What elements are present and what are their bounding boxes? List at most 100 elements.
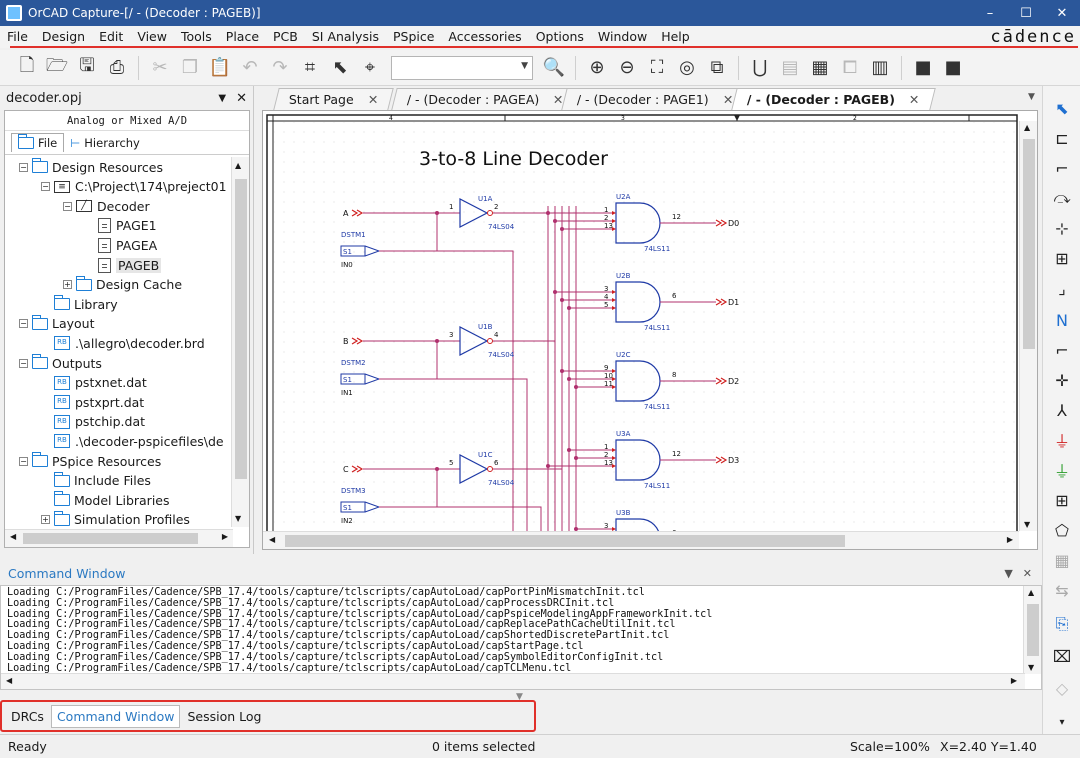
menu-window[interactable]: Window bbox=[597, 29, 648, 44]
zoom-all-icon[interactable]: ◎ bbox=[679, 57, 695, 78]
menu-pcb[interactable]: PCB bbox=[273, 29, 298, 44]
canvas-horizontal-scrollbar[interactable]: ◀ ▶ bbox=[263, 531, 1019, 549]
expand-icon[interactable]: + bbox=[63, 280, 72, 290]
tree-item[interactable]: −Layout bbox=[19, 314, 95, 334]
menu-si-analysis[interactable]: SI Analysis bbox=[311, 29, 379, 44]
place-wire-icon[interactable]: ⌐ bbox=[1055, 158, 1069, 178]
select-pointer-icon[interactable]: ⬉ bbox=[1055, 98, 1069, 118]
tree-item[interactable]: +Design Cache bbox=[63, 275, 182, 295]
new-icon[interactable]: 🗋 bbox=[19, 54, 35, 76]
panel-menu-icon[interactable]: ▼ bbox=[218, 92, 227, 104]
zoom-area-icon[interactable]: ⛶ bbox=[650, 57, 664, 78]
pointer-icon[interactable]: ⬉ bbox=[332, 57, 348, 78]
drc-icon[interactable]: ▤ bbox=[781, 57, 799, 78]
tree-item[interactable]: +Simulation Profiles bbox=[41, 510, 190, 527]
minimize-button[interactable]: – bbox=[986, 5, 994, 21]
close-button[interactable]: ✕ bbox=[1056, 5, 1068, 21]
place-power-vcc-icon[interactable]: ⏚ bbox=[1053, 432, 1070, 451]
place-text-icon[interactable]: ⎘ bbox=[1055, 614, 1069, 633]
open-icon[interactable]: 🗁 bbox=[45, 54, 69, 76]
undo-icon[interactable]: ↶ bbox=[242, 57, 258, 78]
place-no-connect-icon[interactable]: ⅄ bbox=[1057, 400, 1067, 420]
part-search-combo[interactable]: ▼ bbox=[391, 55, 533, 80]
expand-icon[interactable]: + bbox=[41, 515, 50, 525]
tab-file[interactable]: File bbox=[11, 133, 65, 152]
place-line-icon[interactable]: ⌧ bbox=[1052, 646, 1072, 666]
menu-file[interactable]: File bbox=[7, 29, 28, 44]
command-window-output[interactable]: Loading C:/ProgramFiles/Cadence/SPB_17.4… bbox=[0, 585, 1042, 690]
collapse-icon[interactable]: − bbox=[19, 162, 28, 172]
pspice-icon[interactable]: ■ bbox=[944, 57, 962, 78]
place-polyline-icon[interactable]: ◇ bbox=[1055, 678, 1069, 698]
netlist-icon[interactable]: ⌗ bbox=[304, 57, 316, 78]
magnet-icon[interactable]: ⋃ bbox=[752, 57, 768, 78]
menu-options[interactable]: Options bbox=[535, 29, 584, 44]
place-port-icon[interactable]: ⬠ bbox=[1055, 520, 1069, 540]
tabs-overflow-icon[interactable]: ▼ bbox=[1028, 92, 1035, 102]
menu-help[interactable]: Help bbox=[661, 29, 690, 44]
maximize-button[interactable]: ☐ bbox=[1020, 5, 1032, 21]
tree-item[interactable]: −≡C:\Project\174\preject01 bbox=[41, 177, 227, 197]
command-vertical-scrollbar[interactable]: ▲ ▼ bbox=[1023, 586, 1041, 674]
tab-hierarchy[interactable]: ⊢Hierarchy bbox=[70, 135, 140, 150]
canvas-vertical-scrollbar[interactable]: ▲ ▼ bbox=[1019, 121, 1037, 531]
bom-icon[interactable]: ▦ bbox=[811, 57, 829, 78]
tab-pageb[interactable]: / - (Decoder : PAGEB)✕ bbox=[731, 88, 936, 110]
tree-item[interactable]: −Outputs bbox=[19, 353, 102, 373]
search-icon[interactable]: 🔍 bbox=[542, 57, 566, 78]
tree-item[interactable]: −PSpice Resources bbox=[19, 451, 161, 471]
tree-horizontal-scrollbar[interactable]: ◀ ▶ bbox=[5, 529, 233, 547]
tree-item[interactable]: RB.\decoder-pspicefiles\de bbox=[41, 431, 224, 451]
place-junction-dot-icon[interactable]: ✛ bbox=[1055, 370, 1069, 390]
collapse-icon[interactable]: − bbox=[19, 358, 28, 368]
close-icon[interactable]: ✕ bbox=[908, 92, 920, 107]
tree-item[interactable]: −╱Decoder bbox=[63, 196, 150, 216]
command-horizontal-scrollbar[interactable]: ◀ ▶ bbox=[1, 673, 1025, 689]
zoom-fit-icon[interactable]: ⧉ bbox=[710, 57, 724, 78]
tab-pagea[interactable]: / - (Decoder : PAGEA)✕ bbox=[391, 88, 580, 110]
panel-menu-icon[interactable]: ▼ bbox=[1004, 566, 1013, 580]
copy-icon[interactable]: ❐ bbox=[181, 57, 199, 78]
pcb-icon[interactable]: ■ bbox=[914, 57, 932, 78]
place-hier-block-icon[interactable]: ⊞ bbox=[1055, 490, 1069, 510]
menu-accessories[interactable]: Accessories bbox=[448, 29, 522, 44]
place-junction-icon[interactable]: ⌟ bbox=[1058, 278, 1066, 298]
place-offpage-icon[interactable]: ⇆ bbox=[1055, 580, 1069, 600]
collapse-icon[interactable]: − bbox=[19, 319, 28, 329]
tree-item[interactable]: PAGEB bbox=[85, 255, 162, 275]
tree-item[interactable]: PAGE1 bbox=[85, 216, 157, 236]
place-part-icon[interactable]: ⊏ bbox=[1055, 128, 1069, 148]
tree-item[interactable]: Library bbox=[41, 294, 118, 314]
save-icon[interactable]: 🖫 bbox=[79, 54, 95, 76]
zoom-out-icon[interactable]: ⊖ bbox=[619, 57, 635, 78]
netlist2-icon[interactable]: ⧠ bbox=[842, 57, 858, 78]
tree-item[interactable]: RB.\allegro\decoder.brd bbox=[41, 333, 205, 353]
close-icon[interactable]: ✕ bbox=[1022, 566, 1032, 580]
toolbar-overflow-icon[interactable]: ▾ bbox=[1059, 716, 1065, 728]
tree-item[interactable]: −Design Resources bbox=[19, 157, 163, 177]
tab-page1[interactable]: / - (Decoder : PAGE1)✕ bbox=[561, 88, 750, 110]
place-power-icon[interactable]: ⌐ bbox=[1055, 340, 1069, 360]
collapse-icon[interactable]: − bbox=[41, 182, 50, 192]
tree-vertical-scrollbar[interactable]: ▲ ▼ bbox=[231, 157, 249, 527]
crossref-icon[interactable]: ▥ bbox=[871, 57, 889, 78]
grid-icon[interactable]: ⌖ bbox=[364, 57, 376, 78]
paste-icon[interactable]: 📋 bbox=[208, 57, 232, 78]
menu-tools[interactable]: Tools bbox=[180, 29, 212, 44]
collapse-icon[interactable]: − bbox=[63, 201, 72, 211]
place-ground-icon[interactable]: ⏚ bbox=[1053, 462, 1070, 481]
cut-icon[interactable]: ✂ bbox=[152, 57, 168, 78]
place-net-icon[interactable]: N bbox=[1056, 310, 1068, 330]
tab-session-log[interactable]: Session Log bbox=[187, 708, 262, 724]
redo-icon[interactable]: ↷ bbox=[272, 57, 288, 78]
tab-command-window[interactable]: Command Window bbox=[50, 704, 181, 728]
panel-splitter-arrow-icon[interactable]: ▼ bbox=[516, 692, 523, 702]
collapse-icon[interactable]: − bbox=[19, 456, 28, 466]
menu-edit[interactable]: Edit bbox=[99, 29, 124, 44]
close-icon[interactable]: ✕ bbox=[367, 92, 379, 107]
zoom-in-icon[interactable]: ⊕ bbox=[589, 57, 605, 78]
